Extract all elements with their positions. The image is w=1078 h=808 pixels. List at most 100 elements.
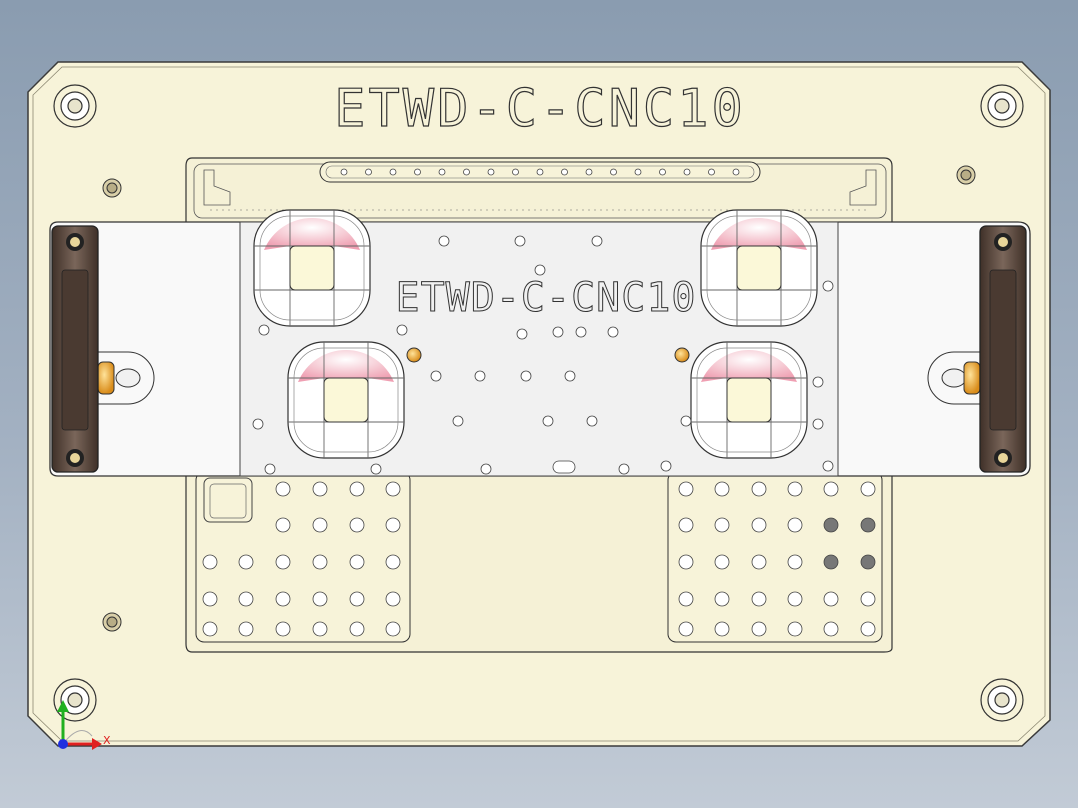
hole <box>823 621 839 637</box>
hole <box>312 554 328 570</box>
hole <box>683 168 691 176</box>
hole <box>385 517 401 533</box>
hole <box>542 415 554 427</box>
hole <box>430 370 442 382</box>
hole <box>349 591 365 607</box>
hole <box>349 621 365 637</box>
hole <box>258 324 270 336</box>
hole <box>349 481 365 497</box>
hole <box>438 235 450 247</box>
axis-triad: X <box>57 700 111 750</box>
hole <box>714 554 730 570</box>
hole <box>678 621 694 637</box>
hole <box>370 463 382 475</box>
hole <box>787 481 803 497</box>
perforated-pad-right <box>667 471 883 643</box>
hole <box>787 517 803 533</box>
hole <box>659 168 666 176</box>
clamp-slot <box>552 460 576 474</box>
hole <box>438 168 446 176</box>
hole <box>512 168 519 176</box>
hole <box>714 591 730 607</box>
clamp-bar[interactable]: ETWD-C-CNC10 <box>49 209 1031 477</box>
clamp-label: ETWD-C-CNC10 <box>396 275 697 321</box>
channel-right <box>849 169 877 206</box>
hole <box>202 621 218 637</box>
hole <box>787 554 803 570</box>
cam-pin-right <box>963 361 981 395</box>
hole <box>634 168 642 176</box>
suction-pads <box>253 209 818 459</box>
suction-pad <box>690 341 808 459</box>
hole <box>312 621 328 637</box>
hole <box>275 591 291 607</box>
hole <box>312 481 328 497</box>
hole <box>238 591 254 607</box>
hole <box>349 554 365 570</box>
hole <box>385 481 401 497</box>
channel-left <box>203 169 231 206</box>
hole <box>365 168 372 176</box>
clamp-plate-holes <box>252 235 834 475</box>
hole <box>714 517 730 533</box>
hole <box>678 554 694 570</box>
hole <box>238 621 254 637</box>
z-axis-dot <box>58 739 68 749</box>
hole <box>586 415 598 427</box>
hole <box>860 591 876 607</box>
hole <box>534 264 546 276</box>
hole <box>487 168 495 176</box>
brass-pin <box>674 347 690 363</box>
hole <box>264 463 276 475</box>
hole <box>396 324 408 336</box>
hole <box>275 481 291 497</box>
clamp-block-left[interactable] <box>51 225 99 473</box>
hole <box>822 280 834 292</box>
hole <box>238 554 254 570</box>
hole <box>389 168 397 176</box>
hole <box>385 591 401 607</box>
hole <box>520 370 532 382</box>
hole <box>812 376 824 388</box>
base-plate-inner-edge <box>32 66 1046 742</box>
hole <box>202 554 218 570</box>
hole <box>751 481 767 497</box>
hole <box>678 591 694 607</box>
hole <box>714 621 730 637</box>
hole <box>561 168 568 176</box>
hole <box>514 235 526 247</box>
hole <box>252 418 264 430</box>
brass-pin <box>406 347 422 363</box>
pad-slot <box>203 477 253 523</box>
hole <box>680 415 692 427</box>
suction-pad <box>253 209 371 327</box>
hole <box>385 621 401 637</box>
x-axis-label: X <box>103 734 111 747</box>
hole <box>678 517 694 533</box>
clamp-block-right[interactable] <box>979 225 1027 473</box>
hole <box>787 591 803 607</box>
perforated-pad-left <box>195 471 411 643</box>
hole <box>823 517 839 533</box>
hole <box>463 168 470 176</box>
pad-holes <box>202 481 876 637</box>
hole <box>452 415 464 427</box>
hole <box>714 481 730 497</box>
hole <box>275 621 291 637</box>
hole <box>610 168 617 176</box>
hole <box>575 326 587 338</box>
hole <box>751 621 767 637</box>
hole <box>536 168 544 176</box>
hole <box>751 554 767 570</box>
hole <box>552 326 564 338</box>
hole <box>414 168 421 176</box>
dowel-pins <box>102 165 976 632</box>
suction-pad <box>287 341 405 459</box>
hole <box>275 517 291 533</box>
hole <box>823 554 839 570</box>
hole <box>618 463 630 475</box>
bore-top-left <box>53 84 97 128</box>
hole <box>385 554 401 570</box>
hole <box>678 481 694 497</box>
